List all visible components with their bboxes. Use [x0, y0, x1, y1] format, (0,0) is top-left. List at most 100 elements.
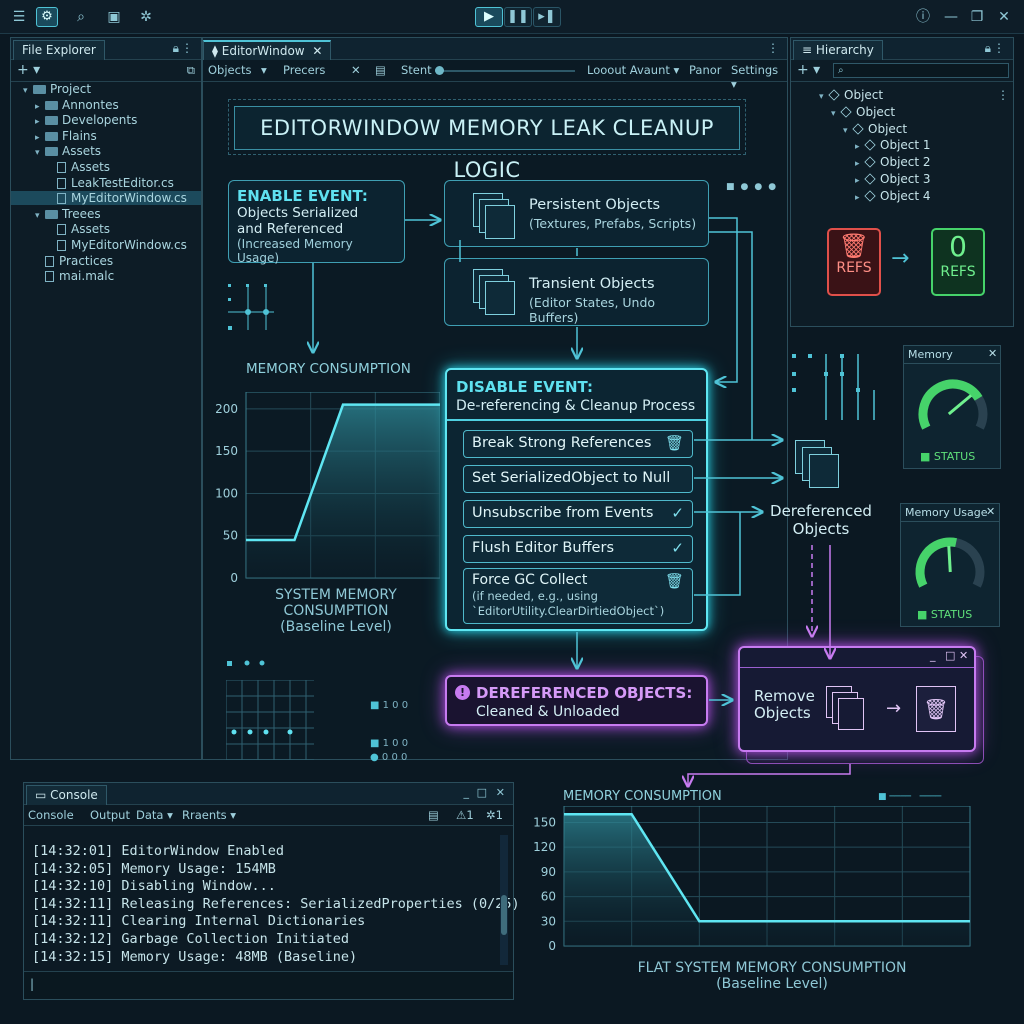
chevron-down-icon[interactable]: ▾ — [35, 148, 40, 159]
chevron-right-icon[interactable]: ▸ — [35, 101, 40, 112]
arrow-right-icon: → — [886, 698, 902, 719]
chevron-right-icon[interactable]: ▸ — [855, 142, 860, 153]
settings-dropdown[interactable]: Settings ▾ — [731, 63, 779, 91]
window-icon[interactable]: ▣ — [107, 9, 121, 25]
file-tree-item[interactable]: mai.malc — [35, 269, 114, 283]
chevron-down-icon[interactable]: ▾ — [23, 86, 28, 96]
file-tree-item[interactable]: ▾Treees — [35, 207, 101, 221]
cleanup-step[interactable]: Break Strong References🗑 — [463, 430, 693, 458]
editor-window-tab[interactable]: ⧫ EditorWindow ✕ — [203, 40, 332, 60]
data-filter-dropdown[interactable]: Data ▾ — [136, 808, 173, 822]
file-tree-item[interactable]: ▾Assets — [35, 144, 101, 158]
chevron-right-icon[interactable]: ▸ — [855, 176, 860, 186]
close-icon[interactable]: ✕ — [495, 786, 505, 799]
chevron-right-icon[interactable]: ▸ — [855, 159, 860, 170]
enable-event-box: ENABLE EVENT: Objects Serialized and Ref… — [228, 180, 405, 265]
file-tree-item[interactable]: ▸Flains — [35, 129, 97, 143]
chevron-right-icon[interactable]: ▸ — [35, 117, 40, 128]
cleanup-step-label: Set SerializedObject to Null — [472, 470, 671, 486]
scrollbar-thumb[interactable] — [501, 895, 507, 935]
save-icon[interactable]: ▤ — [375, 63, 386, 77]
console-input[interactable]: | — [24, 971, 513, 999]
minimize-icon[interactable]: _ — [463, 786, 470, 799]
cleanup-step[interactable]: Set SerializedObject to Null — [463, 465, 693, 493]
hierarchy-item[interactable]: ▾Object — [843, 122, 907, 136]
search-icon[interactable]: ⌕ — [77, 9, 85, 25]
close-icon[interactable]: ✕ — [959, 649, 969, 662]
chevron-down-icon[interactable]: ▾ — [831, 108, 836, 119]
minimize-icon[interactable]: — — [944, 9, 958, 25]
add-button[interactable]: + ▾ — [797, 62, 821, 78]
cleanup-step[interactable]: Unsubscribe from Events✓ — [463, 500, 693, 528]
hierarchy-item[interactable]: ▸Object 3 — [855, 172, 931, 186]
panel-button[interactable]: Panor — [689, 63, 722, 77]
hamburger-icon[interactable]: ☰ — [12, 9, 26, 25]
file-explorer-tab[interactable]: File Explorer — [13, 40, 105, 60]
chevron-down-icon[interactable]: ▾ — [261, 63, 267, 77]
chevron-down-icon[interactable]: ▾ — [843, 125, 848, 136]
help-icon[interactable]: ⓘ — [916, 9, 930, 25]
minimize-icon[interactable]: _ — [930, 649, 936, 662]
close-icon[interactable]: ✕ — [986, 505, 996, 518]
search-input[interactable]: ⌕ — [833, 63, 1009, 78]
hierarchy-item[interactable]: ▸Object 2 — [855, 155, 931, 169]
maximize-icon[interactable]: □ — [476, 786, 487, 799]
console-scrollbar[interactable] — [500, 835, 508, 965]
file-tree-item[interactable]: MyEditorWindow.cs — [11, 191, 201, 206]
file-tree-item[interactable]: ▾Project — [23, 82, 91, 96]
console-line: [14:32:15] Memory Usage: 48MB (Baseline) — [32, 948, 358, 965]
settings-icon[interactable]: ✲ — [140, 9, 152, 25]
memory-usage-widget: Memory Usage ✕ ■ STATUS — [900, 503, 1000, 627]
gear-icon[interactable]: ⚙ — [36, 7, 58, 27]
more-icon[interactable]: ⋮ — [181, 41, 193, 55]
lock-icon[interactable]: 🔒︎ — [984, 41, 991, 55]
file-tree-label: LeakTestEditor.cs — [71, 175, 174, 190]
lock-icon[interactable]: 🔒︎ — [172, 41, 179, 55]
slider-handle[interactable] — [435, 66, 444, 75]
hierarchy-tab[interactable]: ≡ Hierarchy — [793, 40, 883, 60]
console-filter-tab[interactable]: Console — [28, 808, 74, 822]
file-tree-item[interactable]: Assets — [47, 160, 110, 174]
hierarchy-item[interactable]: ▸Object 4 — [855, 189, 931, 203]
more-icon[interactable]: ⋮ — [767, 41, 779, 55]
maximize-icon[interactable]: ❐ — [970, 9, 984, 25]
more-icon[interactable]: ⋮ — [997, 88, 1009, 102]
clear-icon[interactable]: ▤ — [428, 808, 439, 822]
filter-icon[interactable]: ⧉ — [186, 63, 195, 77]
cleanup-step[interactable]: Flush Editor Buffers✓ — [463, 535, 693, 563]
chevron-right-icon[interactable]: ▸ — [855, 192, 860, 203]
hierarchy-item[interactable]: ▾Object — [819, 88, 883, 102]
step-button[interactable]: ▸❚ — [533, 7, 561, 27]
add-button[interactable]: + ▾ — [17, 62, 41, 78]
error-icon[interactable]: ✲1 — [486, 808, 503, 822]
output-filter-tab[interactable]: Output — [90, 808, 130, 822]
objects-dropdown[interactable]: Objects — [208, 63, 252, 77]
file-tree-item[interactable]: ▸Developents — [35, 113, 137, 127]
warning-icon[interactable]: ⚠1 — [456, 808, 474, 822]
tools-icon[interactable]: ✕ — [351, 63, 361, 77]
tab-close-icon[interactable]: ✕ — [312, 44, 323, 58]
chevron-down-icon[interactable]: ▾ — [35, 210, 40, 221]
file-tree-item[interactable]: Assets — [47, 222, 110, 236]
chevron-right-icon[interactable]: ▸ — [35, 132, 40, 143]
precers-button[interactable]: Precers — [283, 63, 326, 77]
more-icon[interactable]: ⋮ — [993, 41, 1005, 55]
file-tree-item[interactable]: MyEditorWindow.cs — [47, 238, 187, 252]
unity-icon: ⧫ — [212, 44, 218, 58]
file-tree-item[interactable]: LeakTestEditor.cs — [47, 176, 174, 190]
chevron-down-icon[interactable]: ▾ — [819, 92, 824, 102]
pause-button[interactable]: ❚❚ — [504, 7, 532, 27]
layout-dropdown[interactable]: Looout Avaunt ▾ — [587, 63, 680, 77]
maximize-icon[interactable]: □ — [945, 649, 956, 662]
close-icon[interactable]: ✕ — [998, 9, 1010, 25]
zoom-slider[interactable] — [435, 70, 575, 72]
hierarchy-item[interactable]: ▾Object — [831, 105, 895, 119]
force-gc-step[interactable]: Force GC Collect (if needed, e.g., using… — [463, 568, 693, 624]
close-icon[interactable]: ✕ — [988, 347, 998, 360]
file-tree-item[interactable]: ▸Annontes — [35, 98, 119, 112]
console-tab[interactable]: ▭ Console — [26, 785, 107, 805]
rraents-filter-dropdown[interactable]: Rraents ▾ — [182, 808, 237, 822]
hierarchy-item[interactable]: ▸Object 1 — [855, 138, 931, 152]
file-tree-item[interactable]: Practices — [35, 254, 113, 268]
play-button[interactable]: ▶ — [475, 7, 503, 27]
